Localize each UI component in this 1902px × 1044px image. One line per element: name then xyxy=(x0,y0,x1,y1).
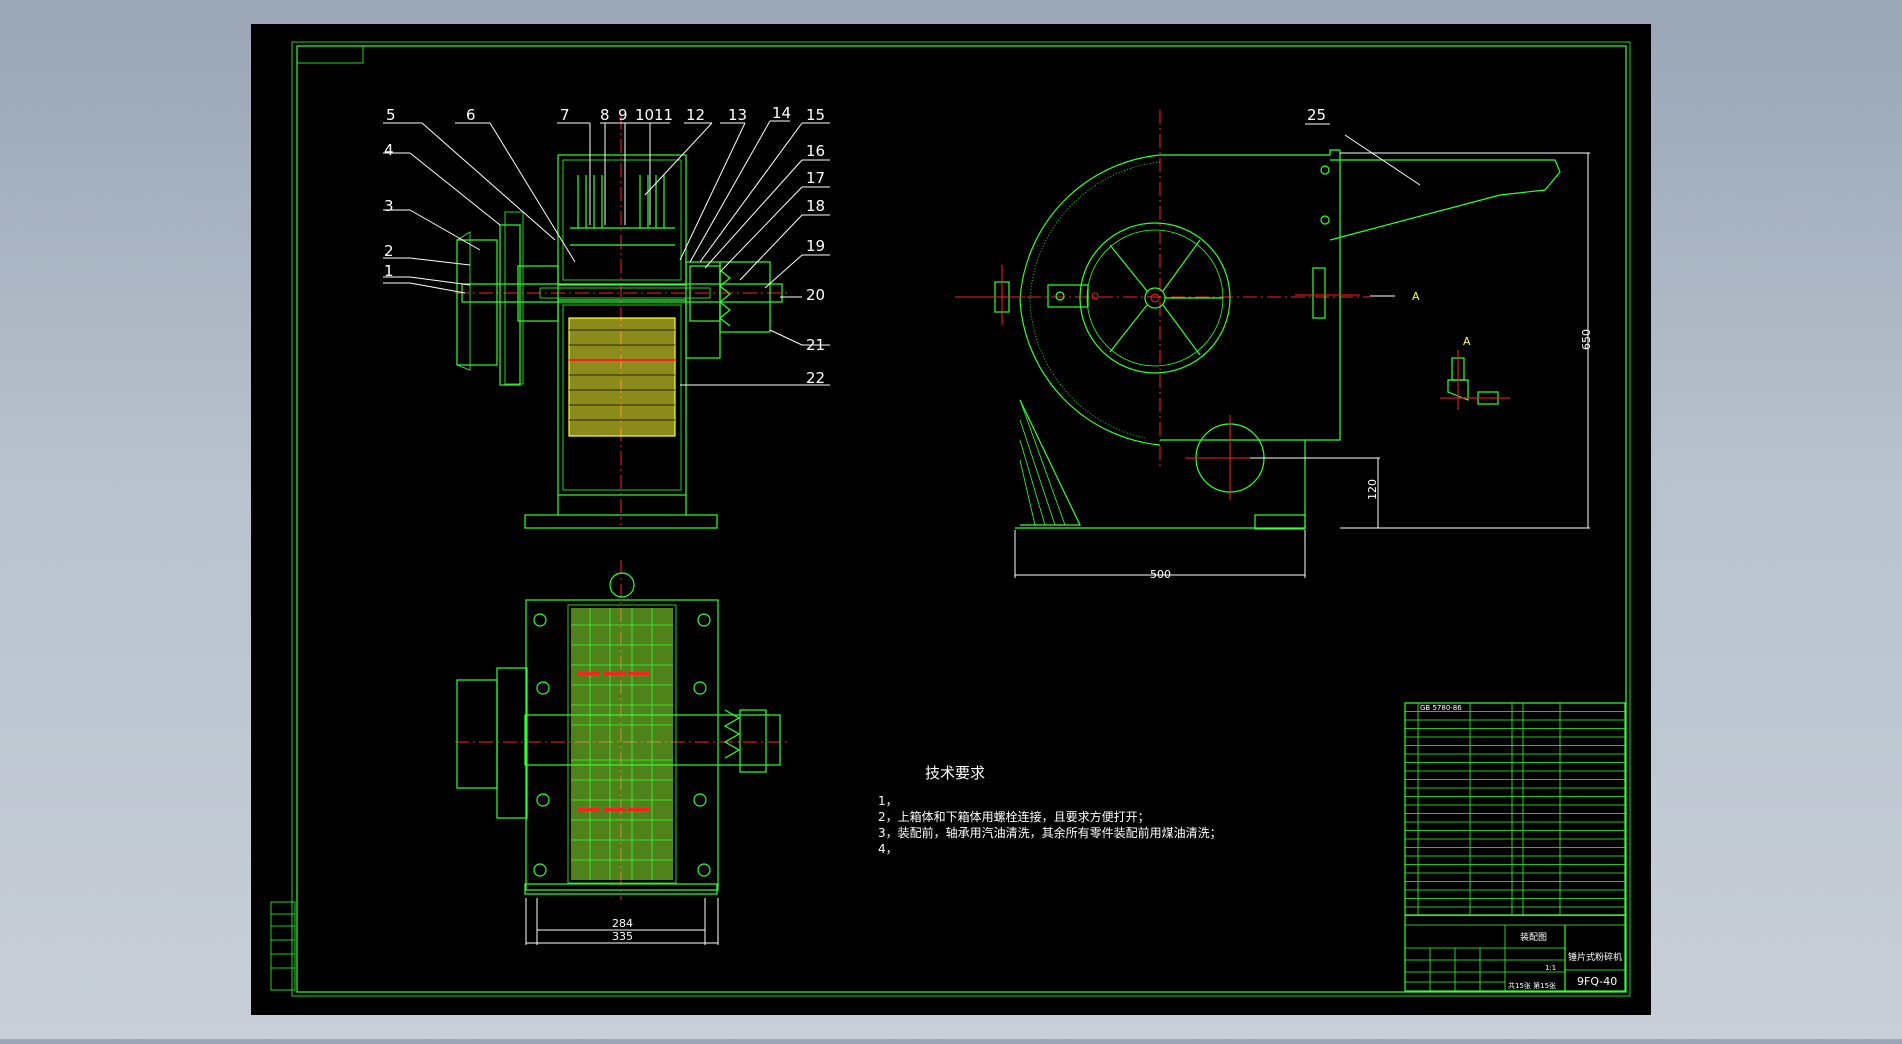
detail-mark-a: A xyxy=(1463,335,1471,348)
top-view xyxy=(455,560,790,945)
side-view xyxy=(955,110,1590,578)
part-label-2: 2 xyxy=(384,242,394,260)
tech-item-1: 1， xyxy=(878,794,898,808)
section-mark-a: A xyxy=(1412,290,1420,303)
part-label-19: 19 xyxy=(806,237,825,255)
bom-top-part: GB 5780-86 xyxy=(1420,704,1462,712)
part-label-3: 3 xyxy=(384,197,394,215)
part-label-25: 25 xyxy=(1307,106,1326,124)
dim-335: 335 xyxy=(612,930,633,943)
dim-500: 500 xyxy=(1150,568,1171,581)
title-block: GB 5780-86 装配图 锤片式粉碎机 9FQ-40 1:1 共15张 第1… xyxy=(1404,702,1626,992)
part-label-20: 20 xyxy=(806,286,825,304)
part-label-6: 6 xyxy=(466,106,476,124)
part-label-17: 17 xyxy=(806,169,825,187)
part-label-5: 5 xyxy=(386,106,396,124)
dim-284: 284 xyxy=(612,917,633,930)
tech-item-4: 4， xyxy=(878,842,898,856)
part-label-11: 11 xyxy=(654,106,673,124)
dim-120: 120 xyxy=(1366,479,1379,500)
part-label-9: 9 xyxy=(618,106,628,124)
sheet-count: 共15张 第15张 xyxy=(1508,981,1556,990)
part-label-21: 21 xyxy=(806,336,825,354)
part-label-16: 16 xyxy=(806,142,825,160)
part-label-1: 1 xyxy=(384,262,394,280)
tech-item-3: 3，装配前，轴承用汽油清洗，其余所有零件装配前用煤油清洗； xyxy=(878,825,1222,840)
outer-frame xyxy=(291,41,1631,997)
scale: 1:1 xyxy=(1545,964,1556,972)
part-label-10: 10 xyxy=(635,106,654,124)
part-label-14: 14 xyxy=(772,104,791,122)
machine-name: 锤片式粉碎机 xyxy=(1568,951,1622,963)
part-label-13: 13 xyxy=(728,106,747,124)
front-section-view xyxy=(455,115,790,529)
part-label-18: 18 xyxy=(806,197,825,215)
margin-stamp xyxy=(270,901,296,991)
drawing-sheet xyxy=(251,24,1651,1015)
part-label-4: 4 xyxy=(384,141,394,159)
part-label-7: 7 xyxy=(560,106,570,124)
part-label-8: 8 xyxy=(600,106,610,124)
tech-title: 技术要求 xyxy=(925,764,985,782)
part-label-15: 15 xyxy=(806,106,825,124)
corner-stamp-box xyxy=(296,45,364,64)
inner-frame xyxy=(296,45,1627,993)
part-leaders xyxy=(383,120,830,386)
drawing-number: 9FQ-40 xyxy=(1577,975,1617,988)
tech-item-2: 2，上箱体和下箱体用螺栓连接，且要求方便打开； xyxy=(878,809,1150,824)
part-label-12: 12 xyxy=(686,106,705,124)
dim-650: 650 xyxy=(1580,329,1593,350)
tech-requirements: 技术要求 1， 2，上箱体和下箱体用螺栓连接，且要求方便打开； 3，装配前，轴承… xyxy=(878,764,1222,856)
part-label-22: 22 xyxy=(806,369,825,387)
part-numbers: 5 6 7 8 9 10 11 12 13 14 15 16 17 18 19 … xyxy=(384,104,825,387)
drawing-type: 装配图 xyxy=(1520,931,1547,943)
